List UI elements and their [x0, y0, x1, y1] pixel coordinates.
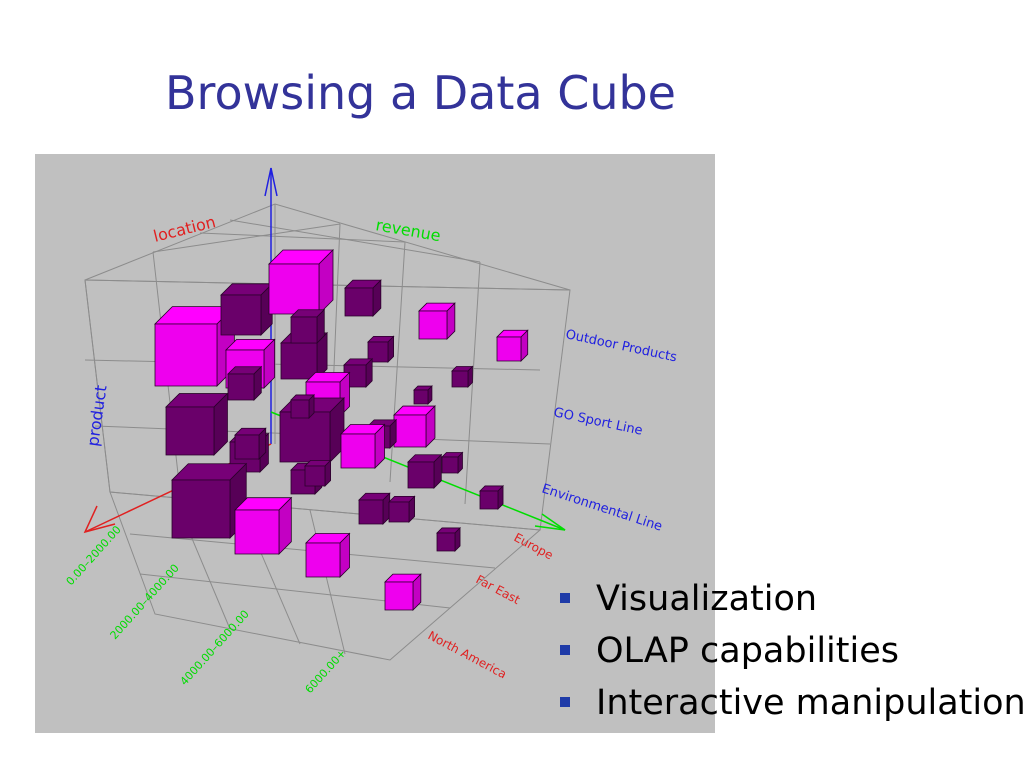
data-cube	[407, 453, 443, 489]
data-cube	[358, 492, 391, 525]
data-cube	[305, 532, 351, 578]
data-cube	[234, 427, 267, 460]
square-bullet-icon	[560, 593, 570, 603]
data-cube	[227, 365, 263, 401]
data-cube	[436, 526, 462, 552]
data-cube	[340, 423, 386, 469]
bullet-item-interactive: Interactive manipulation	[560, 680, 1024, 732]
data-cube	[451, 365, 474, 388]
cubes-layer	[154, 249, 529, 611]
square-bullet-icon	[560, 697, 570, 707]
data-cube	[304, 459, 332, 487]
square-bullet-icon	[560, 645, 570, 655]
bullet-text: OLAP capabilities	[596, 631, 899, 671]
slide-title: Browsing a Data Cube	[165, 66, 676, 120]
data-cube-figure: location revenue product Outdoor Product…	[35, 154, 715, 733]
data-cube	[220, 282, 274, 336]
bullet-text: Visualization	[596, 579, 818, 619]
data-cube	[234, 496, 293, 555]
bullet-list: Visualization OLAP capabilities Interact…	[560, 576, 1024, 732]
data-cube	[441, 451, 464, 474]
data-cube	[479, 484, 505, 510]
data-cube	[496, 329, 529, 362]
data-cube	[344, 279, 382, 317]
data-cube	[171, 462, 248, 539]
data-cube	[165, 392, 229, 456]
data-cube	[388, 495, 416, 523]
data-cube	[393, 405, 436, 448]
data-cube	[418, 302, 456, 340]
data-cube	[384, 573, 422, 611]
data-cube	[413, 385, 433, 405]
data-cube	[290, 308, 326, 344]
bullet-item-olap: OLAP capabilities	[560, 628, 1024, 680]
data-cube	[367, 335, 395, 363]
data-cube	[290, 393, 316, 419]
data-cube	[268, 249, 334, 315]
bullet-text: Interactive manipulation	[596, 683, 1024, 723]
bullet-item-visualization: Visualization	[560, 576, 1024, 628]
